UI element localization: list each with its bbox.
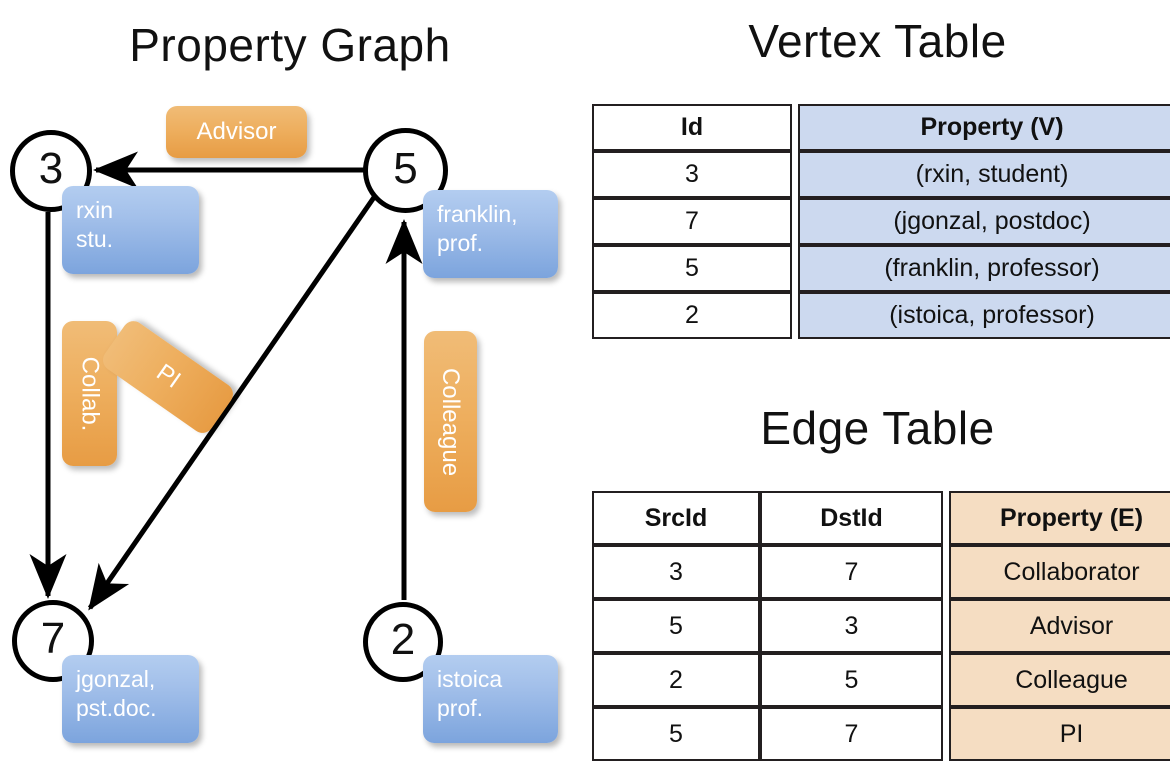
vertex-table-row[interactable]: 7 (jgonzal, postdoc): [592, 198, 1170, 245]
graph-node-2-label: 2: [390, 615, 416, 664]
vertex-property-box-franklin-line1: franklin,: [437, 201, 518, 227]
vertex-property-box-rxin[interactable]: rxin stu.: [62, 186, 199, 274]
vertex-property-box-franklin[interactable]: franklin, prof.: [423, 190, 558, 278]
edge-table-row[interactable]: 5 7 PI: [592, 707, 1170, 761]
edge-table-cell-dstid: 5: [760, 653, 943, 707]
edge-table-cell-property: Colleague: [949, 653, 1170, 707]
edge-table-cell-property: Advisor: [949, 599, 1170, 653]
vertex-table-cell-property: (istoica, professor): [798, 292, 1170, 339]
vertex-property-box-rxin-line2: stu.: [76, 226, 114, 253]
vertex-table-row[interactable]: 5 (franklin, professor): [592, 245, 1170, 292]
edge-table-cell-srcid: 2: [592, 653, 760, 707]
edge-table-column-gap: [943, 491, 949, 545]
vertex-table-cell-property: (franklin, professor): [798, 245, 1170, 292]
edge-table-cell-srcid: 3: [592, 545, 760, 599]
vertex-table-header-row: Id Property (V): [592, 104, 1170, 151]
edge-label-pi-text: PI: [151, 359, 186, 395]
edge-label-colleague-text: Colleague: [437, 367, 465, 476]
vertex-property-box-istoica[interactable]: istoica prof.: [423, 655, 558, 743]
page-title-property-graph: Property Graph: [129, 19, 451, 71]
vertex-table-cell-property: (jgonzal, postdoc): [798, 198, 1170, 245]
vertex-table: Id Property (V) 3 (rxin, student) 7 (jgo…: [592, 104, 1170, 339]
page-title-vertex-table: Vertex Table: [748, 15, 1007, 67]
vertex-table-cell-id: 2: [592, 292, 792, 339]
vertex-table-cell-property: (rxin, student): [798, 151, 1170, 198]
vertex-table-cell-id: 3: [592, 151, 792, 198]
page-title-edge-table: Edge Table: [760, 402, 995, 454]
vertex-table-header-property: Property (V): [798, 104, 1170, 151]
vertex-table-row[interactable]: 2 (istoica, professor): [592, 292, 1170, 339]
vertex-property-box-jgonzal-line2: pst.doc.: [76, 695, 157, 722]
edge-table-row[interactable]: 3 7 Collaborator: [592, 545, 1170, 599]
graph-node-5-label: 5: [393, 143, 418, 193]
graph-node-2[interactable]: 2: [363, 602, 443, 682]
edge-label-colleague[interactable]: Colleague: [424, 331, 477, 512]
vertex-property-box-jgonzal-line1: jgonzal,: [76, 666, 156, 692]
edge-table-cell-dstid: 7: [760, 707, 943, 761]
graph-node-3-label: 3: [38, 144, 64, 193]
edge-table-header-row: SrcId DstId Property (E): [592, 491, 1170, 545]
edge-table: SrcId DstId Property (E) 3 7 Collaborato…: [592, 491, 1170, 761]
edge-table-header-dstid: DstId: [760, 491, 943, 545]
vertex-property-box-rxin-line1: rxin: [76, 197, 114, 223]
edge-table-cell-property: PI: [949, 707, 1170, 761]
vertex-property-box-franklin-line2: prof.: [437, 230, 484, 257]
graph-node-7-label: 7: [40, 614, 66, 663]
vertex-table-cell-id: 5: [592, 245, 792, 292]
graph-node-5[interactable]: 5: [363, 128, 448, 213]
vertex-table-row[interactable]: 3 (rxin, student): [592, 151, 1170, 198]
edge-label-advisor[interactable]: Advisor: [166, 106, 307, 158]
edge-table-cell-property: Collaborator: [949, 545, 1170, 599]
edge-5-to-7: [87, 191, 380, 611]
vertex-property-box-istoica-line2: prof.: [437, 695, 484, 722]
edge-table-cell-dstid: 3: [760, 599, 943, 653]
edge-label-advisor-text: Advisor: [196, 118, 277, 145]
edge-table-header-property: Property (E): [949, 491, 1170, 545]
vertex-property-box-jgonzal[interactable]: jgonzal, pst.doc.: [62, 655, 199, 743]
vertex-table-cell-id: 7: [592, 198, 792, 245]
edge-table-cell-srcid: 5: [592, 707, 760, 761]
edge-table-cell-srcid: 5: [592, 599, 760, 653]
edge-label-collab-text: Collab.: [76, 356, 104, 431]
edge-table-row[interactable]: 2 5 Colleague: [592, 653, 1170, 707]
edge-table-cell-dstid: 7: [760, 545, 943, 599]
edge-table-header-srcid: SrcId: [592, 491, 760, 545]
edge-table-row[interactable]: 5 3 Advisor: [592, 599, 1170, 653]
vertex-property-box-istoica-line1: istoica: [437, 666, 503, 692]
edge-label-collab[interactable]: Collab.: [62, 321, 117, 466]
vertex-table-column-gap: [792, 104, 798, 151]
vertex-table-header-id: Id: [592, 104, 792, 151]
graph-edges-layer: [29, 151, 423, 611]
